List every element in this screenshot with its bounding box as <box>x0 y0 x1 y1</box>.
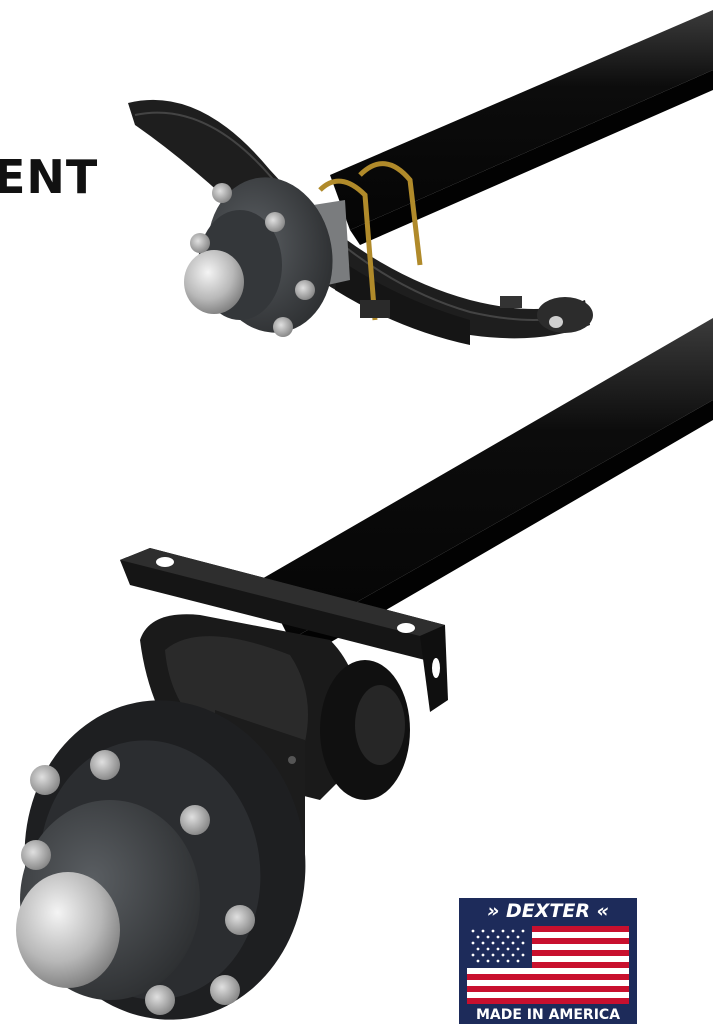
headline-text: ENT <box>0 150 99 204</box>
torsion-axle <box>16 318 713 1020</box>
leaf-spring-axle <box>128 10 713 345</box>
badge-tagline: MADE IN AMERICA <box>475 1007 621 1023</box>
us-flag-icon <box>467 926 629 1004</box>
badge-brand: » DEXTER « <box>487 900 609 922</box>
dexter-made-in-america-badge: » DEXTER « MADE IN AMERICA <box>459 898 637 1024</box>
